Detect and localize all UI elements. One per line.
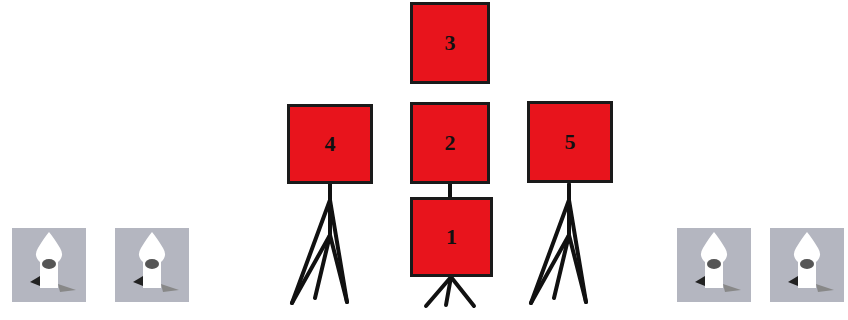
numbered-panel: 5: [527, 101, 613, 183]
panel-number: 3: [445, 32, 456, 54]
panel-number: 1: [446, 226, 457, 248]
loudspeaker-icon: [115, 228, 189, 302]
loudspeaker-icon: [677, 228, 751, 302]
tripod-stand: [426, 277, 474, 306]
loudspeaker-icon: [770, 228, 844, 302]
tripod-stand: [531, 184, 586, 303]
panel-number: 5: [565, 131, 576, 153]
numbered-panel: 2: [410, 102, 490, 184]
panel-number: 2: [445, 132, 456, 154]
numbered-panel: 3: [410, 2, 490, 84]
tripod-stand: [292, 184, 347, 303]
loudspeaker-icon: [12, 228, 86, 302]
numbered-panel: 1: [410, 197, 493, 277]
numbered-panel: 4: [287, 104, 373, 184]
panel-number: 4: [325, 133, 336, 155]
stand-pole: [448, 184, 452, 197]
